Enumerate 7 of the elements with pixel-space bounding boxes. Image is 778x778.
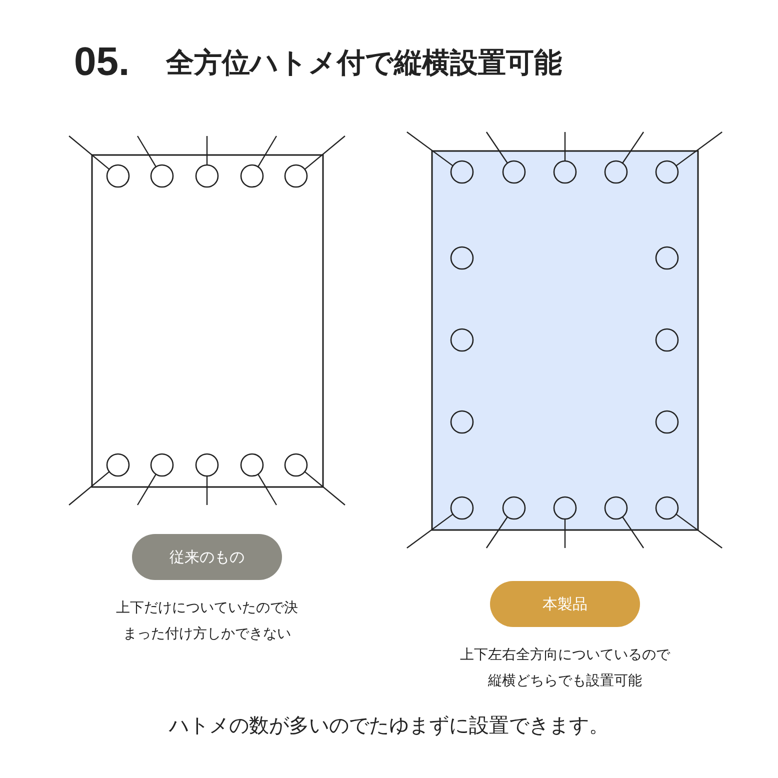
label-pill: 本製品: [490, 581, 640, 627]
label-pill: 従来のもの: [132, 534, 282, 580]
description-text: 上下左右全方向についているので縦横どちらでも設置可能: [460, 646, 670, 691]
description-text: 上下だけについていたので決まった付け方しかできない: [116, 599, 298, 644]
section-number: 05.: [74, 40, 130, 85]
caption: ハトメの数が多いのでたゆまずに設置できます。: [168, 712, 610, 739]
title: 全方位ハトメ付で縦横設置可能: [166, 45, 562, 81]
